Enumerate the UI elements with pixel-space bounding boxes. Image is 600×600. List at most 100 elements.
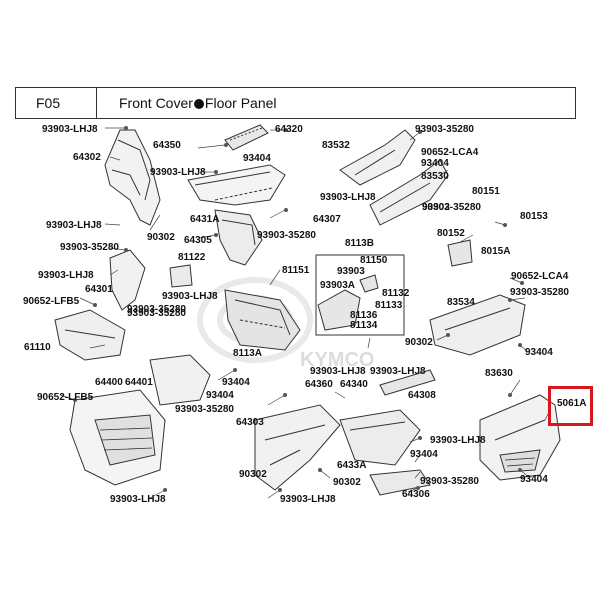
part-number-label: 81122 xyxy=(178,252,206,263)
part-number-label: 81150 xyxy=(360,255,388,266)
part-number-label: 90652-LCA4 xyxy=(421,147,479,158)
part-number-label: 93903 xyxy=(337,266,365,277)
part-64400-floor xyxy=(69,389,166,486)
part-number-label: 90302 xyxy=(239,469,267,480)
part-number-label: 90302 xyxy=(422,202,450,213)
part-number-label: 64340 xyxy=(340,379,368,390)
part-number-label: 80152 xyxy=(437,228,465,239)
part-number-label: 93903-LHJ8 xyxy=(310,366,366,377)
part-81122-bracket xyxy=(169,264,193,288)
part-number-label: 64306 xyxy=(402,489,430,500)
part-number-label: 93903-LHJ8 xyxy=(150,167,206,178)
part-number-label: 93903-35280 xyxy=(420,476,479,487)
highlight-callout xyxy=(548,386,593,426)
part-number-label: 93404 xyxy=(243,153,271,164)
part-number-label: 93903-LHJ8 xyxy=(38,270,94,281)
part-number-label: 64302 xyxy=(73,152,101,163)
part-number-label: 8015A xyxy=(481,246,511,257)
part-number-label: 8113B xyxy=(345,238,374,249)
part-number-label: 83630 xyxy=(485,368,513,379)
part-number-label: 93903-LHJ8 xyxy=(320,192,376,203)
part-number-label: 93903-LHJ8 xyxy=(430,435,486,446)
part-64301-cover xyxy=(109,249,146,311)
part-number-label: 93404 xyxy=(525,347,553,358)
part-number-label: 93404 xyxy=(520,474,548,485)
part-number-label: 81134 xyxy=(350,320,378,331)
part-number-label: 80153 xyxy=(520,211,548,222)
part-61110-inner-fender xyxy=(54,309,126,361)
part-number-label: 93903-35280 xyxy=(127,304,186,315)
part-number-label: 64307 xyxy=(313,214,341,225)
section-title: Front Cover Floor Panel xyxy=(96,87,576,119)
part-number-label: 83530 xyxy=(421,171,449,182)
part-number-label: 64320 xyxy=(275,124,303,135)
part-number-label: 64308 xyxy=(408,390,436,401)
part-number-label: 93404 xyxy=(222,377,250,388)
fastener-icons xyxy=(73,126,524,492)
leader-lines xyxy=(59,127,551,499)
part-number-label: 61110 xyxy=(24,342,51,353)
part-number-label: 64305 xyxy=(184,235,212,246)
part-number-label: 83532 xyxy=(322,140,350,151)
part-5061A-under-cover xyxy=(479,394,561,481)
part-number-label: 64401 xyxy=(125,377,153,388)
part-64305-inner-cover xyxy=(214,209,263,266)
subassembly-box xyxy=(315,254,405,336)
part-number-label: 6433A xyxy=(337,460,367,471)
part-number-label: 90302 xyxy=(405,337,433,348)
part-number-label: 93903-35280 xyxy=(257,230,316,241)
part-number-label: 8113A xyxy=(233,348,262,359)
part-number-label: 90302 xyxy=(333,477,361,488)
part-number-label: 64360 xyxy=(305,379,333,390)
part-number-label: 5061A xyxy=(557,398,587,409)
part-8113-bracket xyxy=(317,274,379,331)
part-83534-side-panel xyxy=(429,294,526,356)
part-number-label: 93903-35280 xyxy=(60,242,119,253)
part-number-label: 64350 xyxy=(153,140,181,151)
part-number-label: 6431A xyxy=(190,214,220,225)
part-64340-strip xyxy=(379,369,436,396)
title-part-2: Floor Panel xyxy=(204,95,277,111)
part-number-label: 83534 xyxy=(447,297,475,308)
part-number-label: 93404 xyxy=(421,158,449,169)
part-number-label: 93903-35280 xyxy=(510,287,569,298)
part-83530-floor-center xyxy=(369,159,449,226)
part-number-label: 64301 xyxy=(85,284,113,295)
part-6431A-cover xyxy=(187,164,286,206)
part-number-label: 90652-LFB5 xyxy=(23,296,80,307)
part-number-label: 93404 xyxy=(410,449,438,460)
part-number-label: 90302 xyxy=(147,232,175,243)
part-64303-lower-cover xyxy=(254,404,341,491)
part-number-label: 90652-LCA4 xyxy=(511,271,569,282)
part-front-cover-left xyxy=(104,129,161,226)
watermark-text: KYMCO xyxy=(300,349,374,371)
part-number-label: 81132 xyxy=(382,288,410,299)
part-number-label: 93903-LHJ8 xyxy=(110,494,166,505)
part-number-label: 93903-LHJ8 xyxy=(162,291,218,302)
part-6433A-cover xyxy=(339,409,421,466)
part-number-label: 80151 xyxy=(472,186,500,197)
separator-dot-icon xyxy=(193,99,204,109)
part-8113A-inner-cover xyxy=(224,289,301,351)
part-number-label: 90652-LFB5 xyxy=(37,392,94,403)
part-64320-panel xyxy=(224,124,269,151)
part-number-label: 81133 xyxy=(375,300,403,311)
part-number-label: 93903-LHJ8 xyxy=(370,366,426,377)
part-number-label: 93903-35280 xyxy=(422,202,481,213)
part-number-label: 81151 xyxy=(282,265,310,276)
part-number-label: 93903-LHJ8 xyxy=(46,220,102,231)
title-part-1: Front Cover xyxy=(119,95,193,111)
part-80152-bracket xyxy=(447,239,473,267)
part-number-label: 64303 xyxy=(236,417,264,428)
part-number-label: 93903-35280 xyxy=(415,124,474,135)
part-number-label: 81136 xyxy=(350,310,378,321)
part-number-label: 93903-LHJ8 xyxy=(42,124,98,135)
part-number-label: 93903-35280 xyxy=(175,404,234,415)
part-number-label: 64400 xyxy=(95,377,123,388)
part-83532-floor-side xyxy=(339,129,416,186)
part-64401-cover xyxy=(149,354,211,406)
part-number-label: 93903-LHJ8 xyxy=(280,494,336,505)
part-number-label: 93903A xyxy=(320,280,356,291)
